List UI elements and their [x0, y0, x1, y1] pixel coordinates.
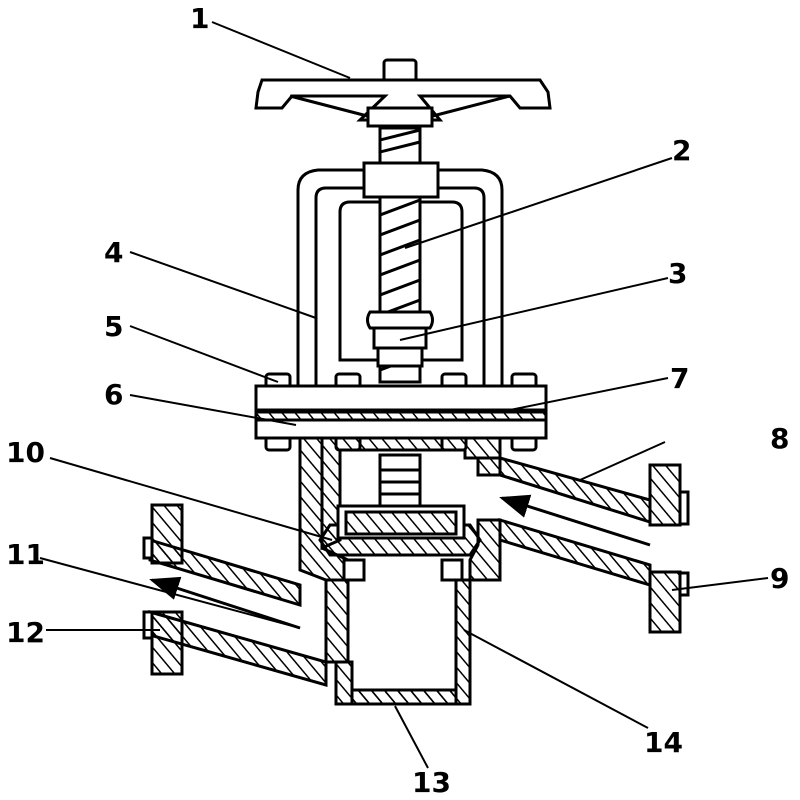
inlet-pipe [498, 456, 690, 634]
stem-coupling [366, 310, 434, 368]
label-3: 3 [668, 257, 687, 290]
outlet-flange-lower [150, 610, 184, 676]
handwheel [254, 58, 552, 128]
part-labels: 1 2 3 4 5 6 7 8 9 10 11 12 13 14 [6, 2, 789, 799]
label-11: 11 [6, 538, 45, 571]
yoke-nut [362, 161, 440, 199]
label-4: 4 [104, 236, 123, 269]
label-9: 9 [770, 562, 789, 595]
label-6: 6 [104, 378, 123, 411]
label-8: 8 [770, 422, 789, 455]
gasket [254, 408, 548, 422]
outlet-flange-upper [150, 503, 184, 565]
leader-lines [39, 21, 769, 769]
label-1: 1 [190, 2, 209, 35]
outlet-pipe [142, 503, 328, 687]
label-7: 7 [670, 362, 689, 395]
label-14: 14 [644, 726, 683, 759]
seat-rings [342, 558, 464, 582]
label-5: 5 [104, 310, 123, 343]
label-2: 2 [672, 134, 691, 167]
inlet-flange-lower [648, 570, 682, 634]
inlet-flange-upper [648, 463, 682, 527]
flow-arrows [149, 494, 651, 630]
bonnet-flange [254, 384, 548, 440]
valve-disc [318, 453, 482, 557]
label-13: 13 [412, 766, 451, 799]
label-10: 10 [6, 436, 45, 469]
label-12: 12 [6, 616, 45, 649]
